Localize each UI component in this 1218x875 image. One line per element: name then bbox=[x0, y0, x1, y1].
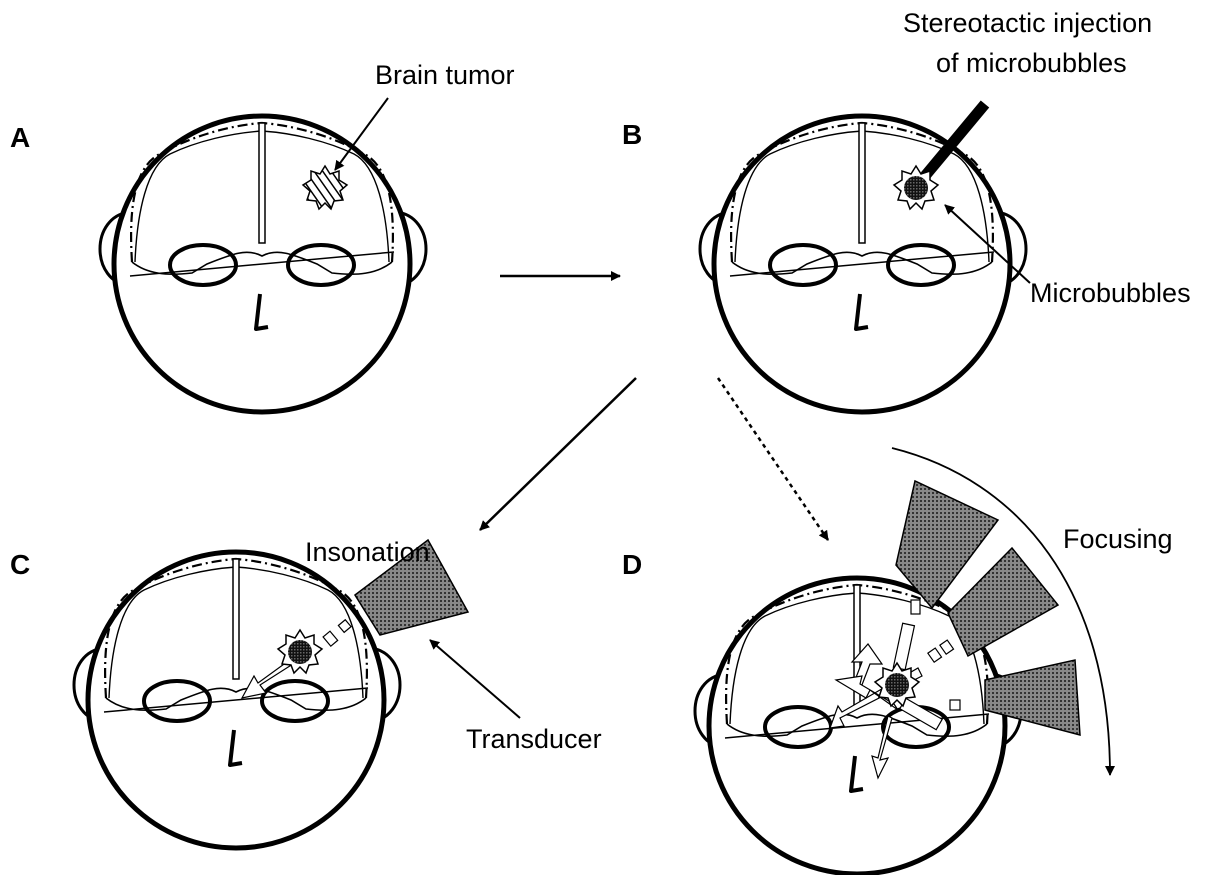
panel-d-letter: D bbox=[622, 549, 642, 580]
panel-d: D Focusing bbox=[622, 448, 1173, 874]
microbubbles-label: Microbubbles bbox=[1030, 278, 1191, 308]
insonation-label: Insonation bbox=[305, 537, 430, 567]
arrow-b-to-c bbox=[480, 378, 636, 530]
head-a bbox=[100, 116, 426, 412]
panel-a-letter: A bbox=[10, 122, 30, 153]
transducer-label: Transducer bbox=[466, 724, 602, 754]
panel-c-letter: C bbox=[10, 549, 30, 580]
panel-b: B Stereotactic injection of microbubbles… bbox=[622, 8, 1191, 412]
panel-c: C Insonation Transducer bbox=[10, 537, 602, 848]
panel-b-letter: B bbox=[622, 119, 642, 150]
head-b bbox=[700, 116, 1026, 412]
panel-a: A Brain tumor bbox=[10, 60, 515, 412]
focusing-label: Focusing bbox=[1063, 524, 1173, 554]
injection-label-line1: Stereotactic injection bbox=[903, 8, 1152, 38]
transducer-pointer bbox=[430, 640, 520, 718]
brain-tumor-label: Brain tumor bbox=[375, 60, 515, 90]
injection-label-line2: of microbubbles bbox=[936, 48, 1127, 78]
head-c bbox=[74, 552, 400, 848]
